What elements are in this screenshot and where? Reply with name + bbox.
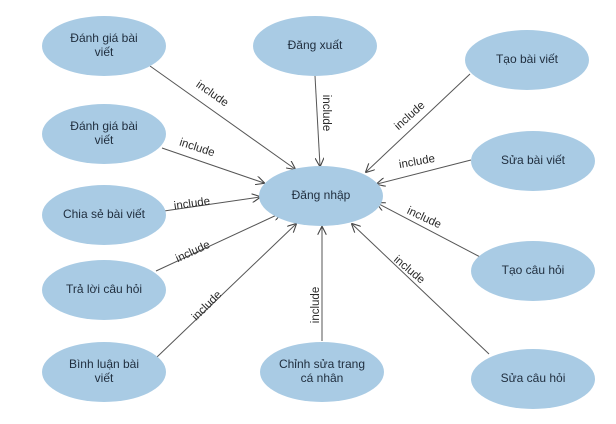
- include-label: include: [310, 287, 322, 323]
- include-edge: include: [352, 224, 490, 355]
- use-case-label: Tạo bài viết: [496, 52, 559, 66]
- include-label: include: [194, 79, 231, 110]
- use-case-label: cá nhân: [301, 371, 344, 385]
- include-arrow: [156, 224, 296, 358]
- include-label: include: [190, 289, 224, 323]
- use-case-sua-bai-viet: Sửa bài viết: [471, 131, 595, 191]
- use-case-dang-nhap: Đăng nhập: [259, 166, 383, 226]
- include-edge: include: [314, 75, 332, 166]
- use-case-label: Đăng xuất: [288, 38, 343, 52]
- include-arrow: [314, 75, 320, 166]
- use-case-sua-cau-hoi: Sửa câu hỏi: [471, 349, 595, 409]
- use-case-label: Tạo câu hỏi: [502, 263, 565, 277]
- use-case-chia-se-bai-viet: Chia sẻ bài viết: [42, 185, 166, 245]
- include-arrow: [377, 203, 485, 260]
- use-case-label: viết: [95, 371, 114, 385]
- use-case-ellipse: [253, 16, 377, 76]
- use-case-label: Sửa bài viết: [501, 153, 566, 167]
- use-case-label: Đánh giá bài: [70, 119, 137, 133]
- include-arrow: [377, 159, 472, 184]
- include-edge: include: [149, 65, 295, 169]
- include-edge: include: [310, 227, 322, 341]
- include-arrow: [352, 224, 490, 355]
- include-edge: include: [377, 153, 472, 184]
- include-arrow: [149, 65, 295, 169]
- use-case-ellipse: [42, 16, 166, 76]
- include-arrow: [366, 73, 471, 172]
- use-case-ellipse: [260, 342, 384, 402]
- use-case-label: Trả lời câu hỏi: [66, 282, 142, 296]
- include-edge: include: [377, 203, 485, 260]
- include-relationships: includeincludeincludeincludeincludeinclu…: [149, 65, 490, 358]
- include-edge: include: [155, 213, 281, 272]
- use-case-ellipse: [42, 185, 166, 245]
- use-case-label: Chỉnh sửa trang: [279, 357, 365, 371]
- include-label: include: [392, 99, 427, 132]
- include-label: include: [391, 254, 427, 287]
- include-arrow: [161, 147, 264, 183]
- include-label: include: [178, 137, 216, 160]
- include-label: include: [174, 239, 212, 265]
- include-label: include: [173, 196, 211, 213]
- include-edge: include: [161, 137, 264, 183]
- include-arrow: [163, 197, 260, 212]
- use-case-tao-bai-viet: Tạo bài viết: [465, 30, 589, 90]
- use-case-ellipse: [471, 349, 595, 409]
- use-case-label: Đánh giá bài: [70, 31, 137, 45]
- use-case-label: Đăng nhập: [292, 188, 351, 202]
- use-case-ellipse: [42, 342, 166, 402]
- use-case-ellipse: [42, 104, 166, 164]
- use-case-label: viết: [95, 45, 114, 59]
- include-label: include: [398, 153, 436, 171]
- include-edge: include: [156, 224, 296, 358]
- use-case-ellipse: [471, 241, 595, 301]
- include-label: include: [320, 95, 332, 131]
- use-case-ellipse: [42, 260, 166, 320]
- use-case-ellipse: [465, 30, 589, 90]
- use-case-label: Bình luận bài: [69, 357, 139, 371]
- use-case-tao-cau-hoi: Tạo câu hỏi: [471, 241, 595, 301]
- use-case-label: Sửa câu hỏi: [501, 371, 566, 385]
- use-case-dang-xuat: Đăng xuất: [253, 16, 377, 76]
- include-edge: include: [163, 196, 260, 213]
- use-case-tra-loi-cau-hoi: Trả lời câu hỏi: [42, 260, 166, 320]
- use-case-ellipse: [471, 131, 595, 191]
- use-case-ellipse: [259, 166, 383, 226]
- use-case-label: viết: [95, 133, 114, 147]
- include-arrow: [155, 213, 281, 272]
- use-case-label: Chia sẻ bài viết: [63, 207, 146, 221]
